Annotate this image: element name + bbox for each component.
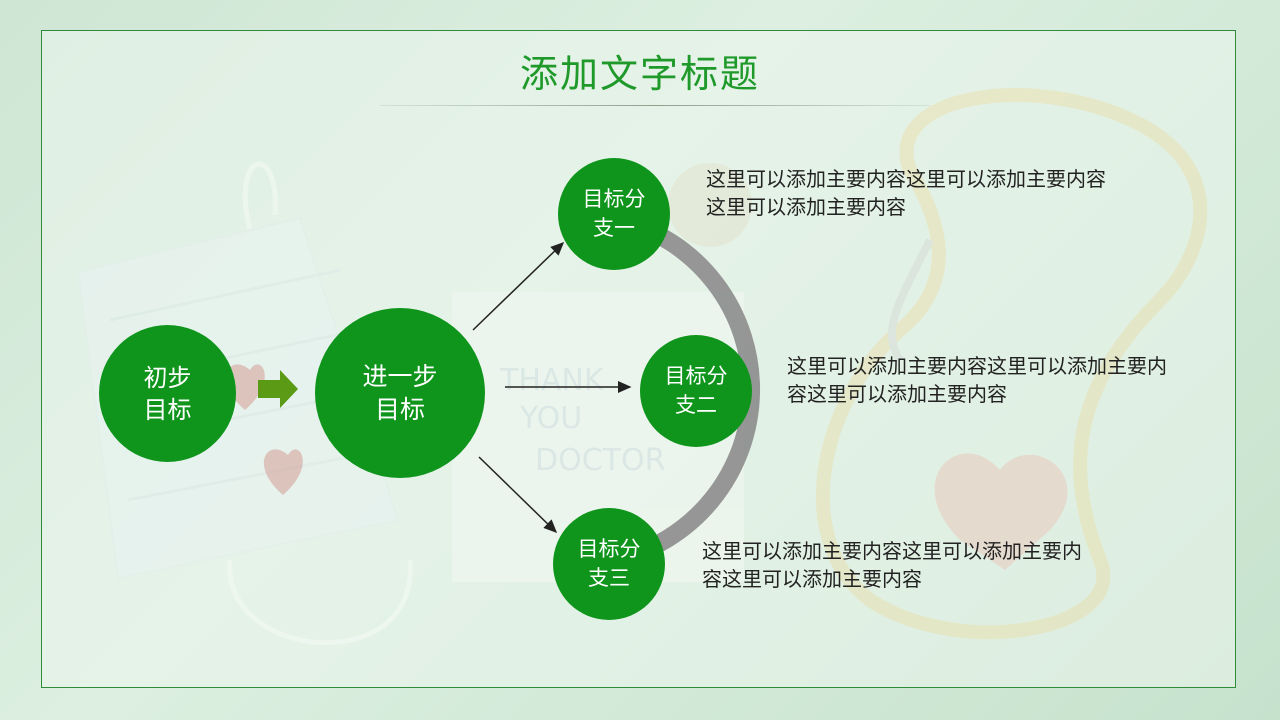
branch-2-description: 这里可以添加主要内容这里可以添加主要内容这里可以添加主要内容 bbox=[787, 354, 1167, 406]
node-branch-3: 目标分 支三 bbox=[553, 508, 665, 620]
branch-3-description: 这里可以添加主要内容这里可以添加主要内容这里可以添加主要内容 bbox=[702, 539, 1082, 591]
node-initial-goal-label: 初步 目标 bbox=[143, 363, 192, 424]
branch-1-description: 这里可以添加主要内容这里可以添加主要内容这里可以添加主要内容 bbox=[706, 167, 1106, 219]
node-initial-goal: 初步 目标 bbox=[99, 325, 236, 462]
title-underline bbox=[380, 105, 930, 106]
node-branch-1-label: 目标分 支一 bbox=[582, 187, 646, 240]
node-branch-2: 目标分 支二 bbox=[640, 335, 752, 447]
node-branch-2-label: 目标分 支二 bbox=[664, 364, 728, 417]
node-further-goal-label: 进一步 目标 bbox=[362, 362, 438, 424]
node-branch-1: 目标分 支一 bbox=[558, 158, 670, 270]
page-title: 添加文字标题 bbox=[519, 52, 760, 96]
node-branch-3-label: 目标分 支三 bbox=[577, 537, 641, 590]
node-further-goal: 进一步 目标 bbox=[315, 308, 485, 478]
